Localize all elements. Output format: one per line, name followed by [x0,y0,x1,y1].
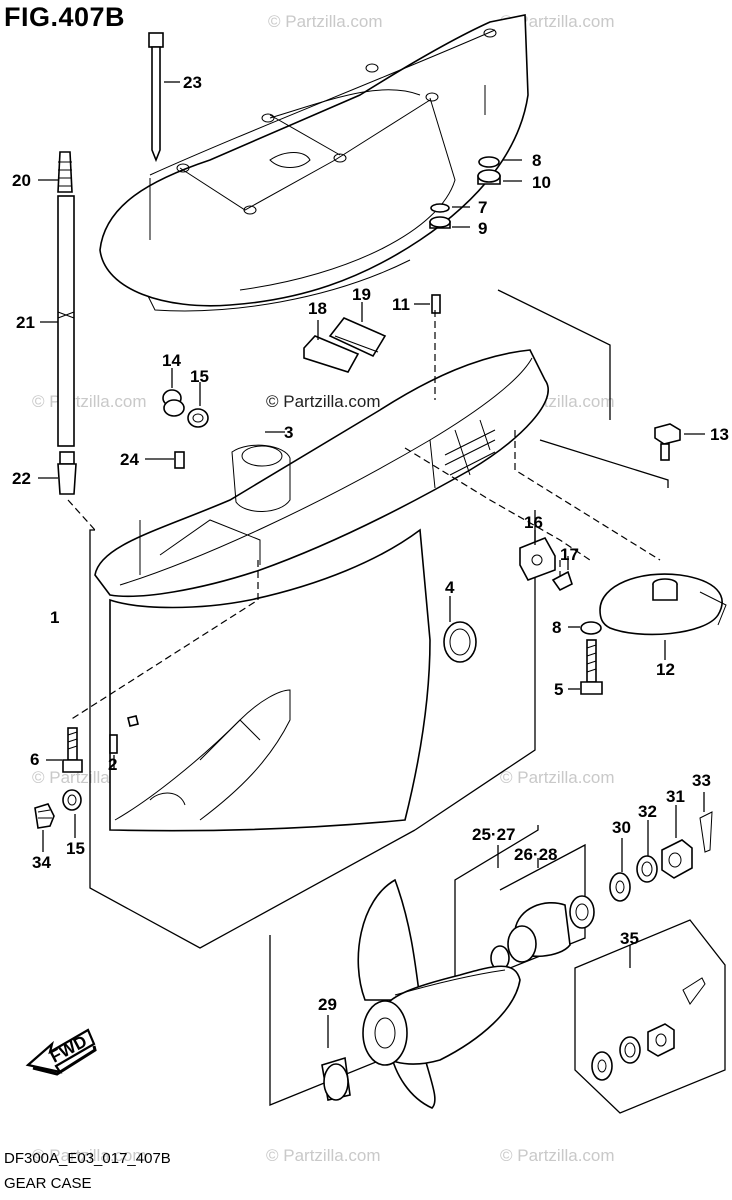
watermark: © Partzilla.com [32,1146,147,1165]
callout: 34 [32,853,51,872]
callout: 19 [352,285,371,304]
watermark: © Partzilla.com [500,12,615,31]
callout: 5 [554,680,563,699]
nuts-washers-top [429,156,522,229]
fwd-arrow-icon: FWD [25,1028,97,1076]
callout-labels: 23 20 21 22 8 10 7 9 18 19 11 14 15 3 24… [12,73,729,1014]
watermark: © Partzilla.com [266,1146,381,1165]
watermark: © Partzilla.com [500,768,615,787]
callout: 3 [284,423,293,442]
watermark: © Partzilla.com [500,1146,615,1165]
callout: 8 [532,151,541,170]
cable-tie [148,32,180,163]
plates [303,294,441,373]
fwd-label: FWD [47,1032,90,1067]
bolt-5 [568,621,603,695]
callout: 23 [183,73,202,92]
callout: 18 [308,299,327,318]
callout: 9 [478,219,487,238]
callout: 8 [552,618,561,637]
callout: 21 [16,313,35,332]
callout: 30 [612,818,631,837]
callout: 15 [66,839,85,858]
propeller-nut-set [609,792,713,902]
callout: 35 [620,929,639,948]
shift-rod [38,151,77,495]
callout: 11 [392,295,410,314]
callout: 24 [120,450,139,469]
callout: 31 [666,787,685,806]
callout: 33 [692,771,711,790]
callout: 13 [710,425,729,444]
callout: 4 [445,578,455,597]
watermark: © Partzilla.com [268,12,383,31]
callout: 10 [532,173,551,192]
callout: 1 [50,608,59,627]
callout: 12 [656,660,675,679]
callout: 26·28 [514,845,557,864]
assembly-outline [67,289,669,949]
watermark: © Partzilla.com [266,392,381,411]
zinc-anode [34,789,82,852]
figure-title: FIG.407B [4,2,126,32]
callout: 25·27 [472,825,515,844]
callout: 6 [30,750,39,769]
propeller-assembly [269,825,726,1114]
diagram-code: DF300A_E03_017_407B [4,1150,171,1167]
callout: 17 [560,545,579,564]
callout: 16 [524,513,543,532]
diagram-caption: GEAR CASE [4,1175,92,1192]
plugs-and-seals [145,368,285,469]
callout: 15 [190,367,209,386]
gear-case [94,349,549,832]
callout: 22 [12,469,31,488]
bolt-6 [46,715,139,773]
right-hardware [519,423,727,660]
callout: 20 [12,171,31,190]
callout: 14 [162,351,181,370]
callout: 7 [478,198,487,217]
callout: 2 [108,755,117,774]
housing-cover [99,14,529,312]
callout: 29 [318,995,337,1014]
callout: 32 [638,802,657,821]
